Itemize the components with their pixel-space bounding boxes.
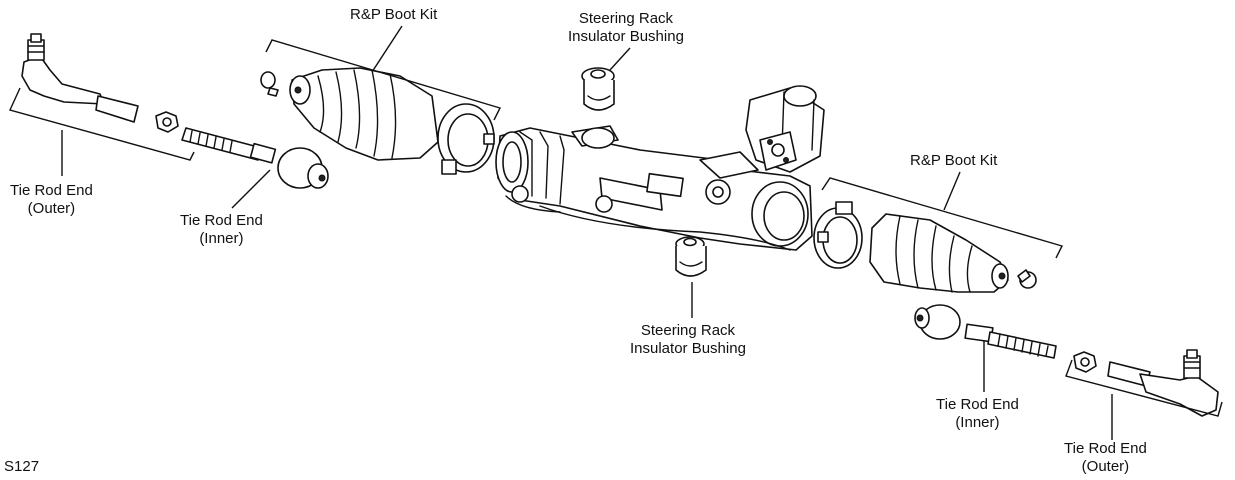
- label-tie-rod-inner-left-line1: Tie Rod End: [180, 212, 263, 229]
- tie-rod-nut-right-part: [1073, 351, 1097, 373]
- label-tie-rod-outer-left-line1: Tie Rod End: [10, 182, 93, 199]
- label-boot-kit-right-text: R&P Boot Kit: [910, 152, 998, 169]
- label-bushing-top: Steering Rack Insulator Bushing: [568, 10, 684, 46]
- insulator-bushing-bottom-part: [675, 236, 707, 277]
- label-tie-rod-outer-right-line2: (Outer): [1081, 458, 1130, 475]
- leader-lines: [9, 25, 1223, 440]
- label-tie-rod-outer-right-line1: Tie Rod End: [1064, 440, 1147, 457]
- tie-rod-end-outer-left-part: [21, 33, 139, 123]
- label-tie-rod-inner-right-line2: (Inner): [955, 414, 1000, 431]
- label-tie-rod-outer-left-line2: (Outer): [27, 200, 76, 217]
- pinion-valve-housing-part: [745, 85, 825, 173]
- label-boot-kit-right: R&P Boot Kit: [910, 152, 997, 170]
- label-bushing-bottom-line1: Steering Rack: [640, 322, 736, 339]
- boot-clip-small-left-part: [260, 71, 279, 97]
- figure-code: S127: [4, 458, 40, 475]
- steering-rack-housing-part: [495, 125, 813, 251]
- tie-rod-end-inner-right-part: [914, 304, 1057, 359]
- tie-rod-nut-left-part: [155, 111, 179, 133]
- boot-clip-small-right-part: [1017, 269, 1037, 289]
- label-tie-rod-inner-right: Tie Rod End (Inner): [936, 396, 1019, 432]
- label-bushing-bottom-line2: Insulator Bushing: [630, 340, 746, 357]
- label-tie-rod-inner-right-line1: Tie Rod End: [936, 396, 1019, 413]
- label-boot-kit-left: R&P Boot Kit: [350, 6, 437, 24]
- label-bushing-top-line1: Steering Rack: [578, 10, 674, 27]
- label-tie-rod-inner-left: Tie Rod End (Inner): [180, 212, 263, 248]
- boot-left-part: [289, 67, 439, 161]
- label-bushing-bottom: Steering Rack Insulator Bushing: [630, 322, 746, 358]
- boot-clamp-large-left-part: [437, 103, 495, 175]
- tie-rod-end-outer-right-part: [1107, 349, 1219, 417]
- label-bushing-top-line2: Insulator Bushing: [568, 28, 684, 45]
- boot-clamp-large-right-part: [813, 201, 863, 269]
- insulator-bushing-top-part: [581, 67, 615, 111]
- tie-rod-end-inner-left-part: [181, 127, 329, 189]
- label-tie-rod-outer-left: Tie Rod End (Outer): [10, 182, 93, 218]
- label-tie-rod-outer-right: Tie Rod End (Outer): [1064, 440, 1147, 476]
- label-tie-rod-inner-left-line2: (Inner): [199, 230, 244, 247]
- boot-right-part: [869, 213, 1009, 293]
- label-boot-kit-left-text: R&P Boot Kit: [350, 6, 438, 23]
